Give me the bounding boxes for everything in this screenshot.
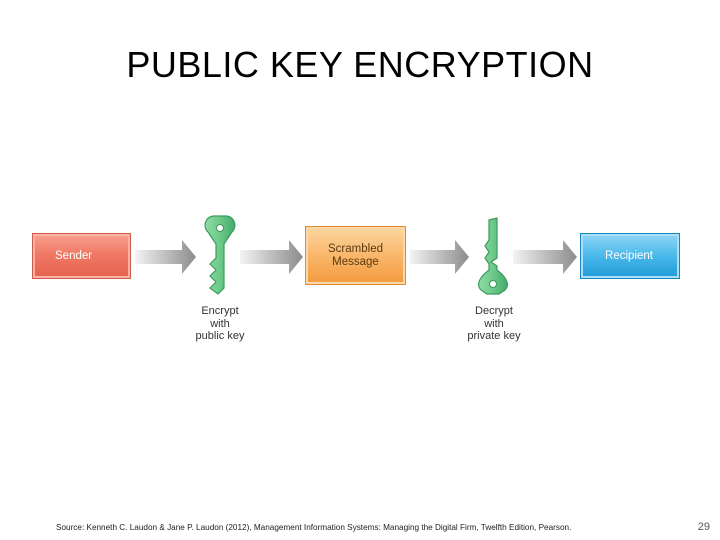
- scrambled-message-box: Scrambled Message: [305, 226, 406, 285]
- decrypt-caption-line: Decrypt: [475, 305, 513, 317]
- decrypt-caption-line: private key: [467, 330, 521, 342]
- sender-label: Sender: [55, 249, 93, 262]
- encrypt-caption-line: Encrypt: [201, 305, 239, 317]
- private-key-icon: [477, 217, 509, 295]
- scrambled-label-line2: Message: [332, 255, 379, 268]
- scrambled-label-line1: Scrambled: [328, 242, 383, 255]
- public-key-icon: [204, 215, 236, 295]
- sender-box: Sender: [32, 233, 131, 279]
- decrypt-caption-line: with: [484, 317, 504, 330]
- recipient-box: Recipient: [580, 233, 680, 279]
- recipient-label: Recipient: [605, 249, 653, 262]
- page-number: 29: [697, 521, 710, 533]
- source-citation: Source: Kenneth C. Laudon & Jane P. Laud…: [56, 523, 572, 532]
- encrypt-caption-line: public key: [195, 330, 245, 342]
- arrow-sender-to-key: [135, 240, 196, 274]
- encrypt-caption: Encrypt with public key: [180, 305, 260, 343]
- slide-title: PUBLIC KEY ENCRYPTION: [126, 44, 594, 85]
- arrow-key-to-scrambled: [240, 240, 303, 274]
- encrypt-caption-line: with: [210, 317, 230, 330]
- arrow-scrambled-to-key: [410, 240, 469, 274]
- decrypt-caption: Decrypt with private key: [454, 305, 534, 343]
- arrow-key-to-recipient: [513, 240, 577, 274]
